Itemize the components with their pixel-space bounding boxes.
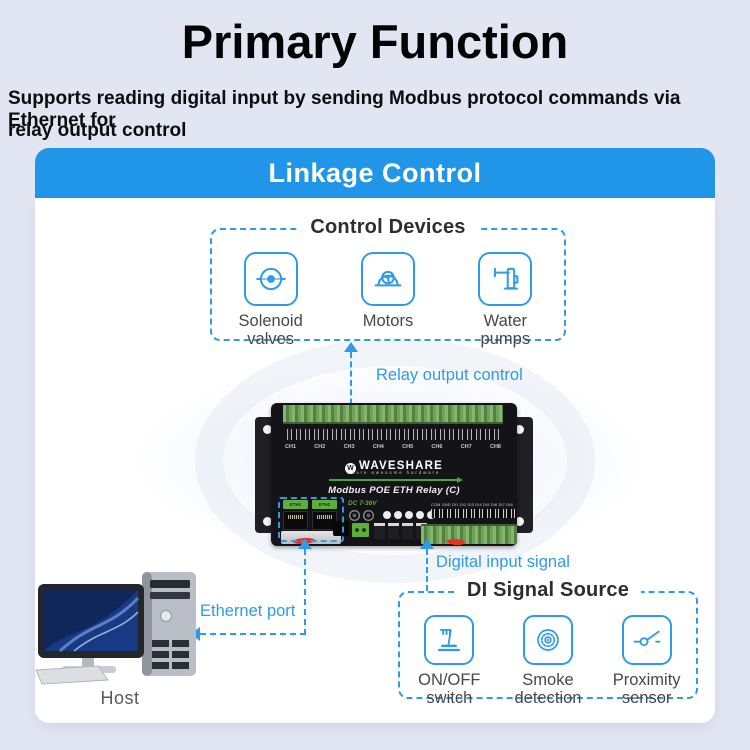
subtitle-line1: Supports reading digital input by sendin… xyxy=(8,88,681,131)
di-input-terminal xyxy=(421,524,517,544)
brand-tagline: share awesome hardware xyxy=(347,470,441,475)
status-leds xyxy=(383,511,435,519)
screw-hole xyxy=(263,517,272,526)
di-signal-source-box: DI Signal Source ON/OFF switch xyxy=(398,579,698,707)
control-devices-box: Control Devices Solenoid valves xyxy=(210,216,566,348)
di-item-label: ON/OFF switch xyxy=(418,671,481,708)
control-item-label: Water pumps xyxy=(480,312,531,349)
ethernet-port-label: Ethernet port xyxy=(200,602,296,620)
onoff-switch-icon xyxy=(424,615,475,665)
dc-barrel-jack xyxy=(333,521,349,536)
eth2-port xyxy=(312,511,337,530)
di-contact-row xyxy=(431,509,517,518)
power-terminal xyxy=(352,523,369,537)
host-label: Host xyxy=(100,688,140,708)
screw-hole xyxy=(515,517,524,526)
screw-hole xyxy=(263,425,272,434)
page-title: Primary Function xyxy=(181,15,569,68)
di-item-onoff-switch: ON/OFF switch xyxy=(403,615,495,708)
relay-arrow-up-icon xyxy=(344,342,358,352)
logo-underline-arrow-icon xyxy=(457,476,463,483)
ethernet-connector-vline xyxy=(304,549,306,635)
control-item-solenoid-valves: Solenoid valves xyxy=(225,252,317,349)
di-item-label: Smoke detection xyxy=(514,671,582,708)
dc-jack xyxy=(349,510,360,521)
smoke-detector-icon xyxy=(522,615,573,665)
screw-hole xyxy=(515,425,524,434)
control-item-water-pumps: Water pumps xyxy=(459,252,551,349)
control-item-label: Motors xyxy=(362,312,414,330)
digital-input-label: Digital input signal xyxy=(436,553,570,571)
brand-name: WAVESHARE xyxy=(358,460,444,472)
eth2-label: ETH2 xyxy=(312,500,337,509)
di-item-proximity-sensor: Proximity sensor xyxy=(601,615,693,708)
water-pump-icon xyxy=(478,252,533,306)
channel-labels: CH1 CH2 CH3 CH4 CH5 CH6 CH7 CH8 xyxy=(285,444,501,450)
device-model: Modbus POE ETH Relay (C) xyxy=(328,485,460,496)
motor-icon xyxy=(360,252,415,306)
host-computer-image xyxy=(30,568,210,690)
relay-connector-line xyxy=(350,352,352,414)
subtitle-line2: relay output control xyxy=(8,120,187,141)
proximity-sensor-icon xyxy=(621,615,672,665)
relay-output-label: Relay output control xyxy=(376,366,523,384)
ethernet-connector-hline xyxy=(200,633,306,635)
digital-arrow-up-icon xyxy=(420,539,434,549)
eth-port-highlight xyxy=(278,497,344,542)
waveshare-logo-icon: W xyxy=(344,463,356,474)
logo-underline xyxy=(329,479,457,481)
di-item-label: Proximity sensor xyxy=(612,671,681,708)
control-item-label: Solenoid valves xyxy=(238,312,303,349)
di-silkscreen-label: COM GND DI1 DI2 DI3 DI4 DI5 DI6 DI7 DI8 xyxy=(431,503,513,507)
eth1-port xyxy=(283,511,308,530)
ethernet-arrow-up-icon xyxy=(298,539,312,549)
di-item-smoke-detection: Smoke detection xyxy=(502,615,594,708)
dc-jack xyxy=(363,510,374,521)
component-blocks xyxy=(374,523,427,539)
linkage-control-title: Linkage Control xyxy=(268,157,482,188)
relay-output-terminal xyxy=(283,405,503,424)
relay-contact-row xyxy=(287,429,499,440)
solenoid-valve-icon xyxy=(243,252,298,306)
eth1-label: ETH1 xyxy=(283,500,308,509)
control-item-motors: Motors xyxy=(342,252,434,330)
linkage-control-header: Linkage Control xyxy=(35,148,715,198)
digital-connector-line xyxy=(426,549,428,591)
dc-input-label: DC 7-36V xyxy=(348,500,377,507)
